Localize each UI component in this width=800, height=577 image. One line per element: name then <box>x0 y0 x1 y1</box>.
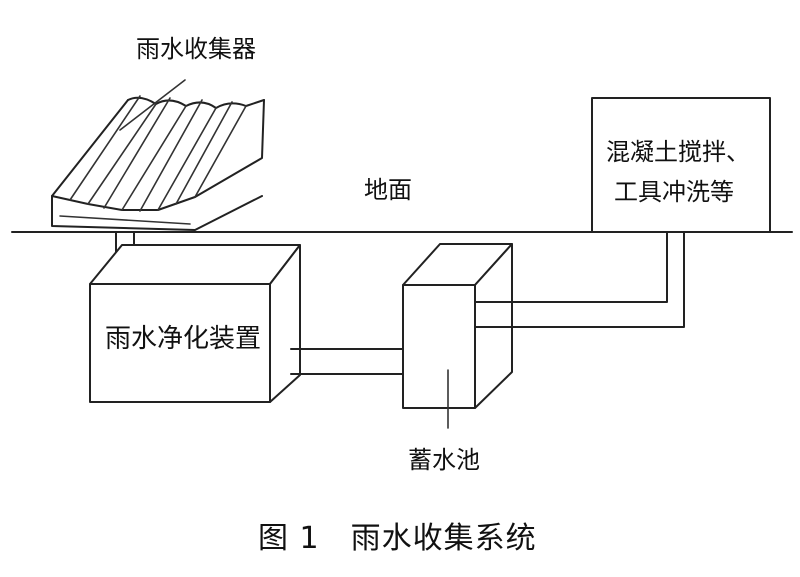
purifier-box <box>89 244 301 403</box>
rain-collector <box>51 79 265 231</box>
collector-top-edge <box>127 96 265 109</box>
tank-usage-pipe <box>474 231 685 328</box>
ground-label: 地面 <box>364 176 412 204</box>
usage-box <box>591 97 771 233</box>
usage-label-line1: 混凝土搅拌、 <box>606 138 750 166</box>
collector-right-edge <box>194 99 265 198</box>
figure-caption: 图 1 雨水收集系统 <box>258 521 537 556</box>
tank-box <box>402 243 513 429</box>
collector-left-edge <box>51 99 129 197</box>
tank-label: 蓄水池 <box>408 446 480 474</box>
purifier-tank-pipe <box>290 348 404 375</box>
collector-base <box>51 195 263 231</box>
collector-ridges <box>59 95 247 225</box>
collector-leader-line <box>119 79 186 131</box>
collector-label: 雨水收集器 <box>136 35 256 63</box>
usage-label-line2: 工具冲洗等 <box>614 178 734 206</box>
purifier-label: 雨水净化装置 <box>105 324 262 354</box>
